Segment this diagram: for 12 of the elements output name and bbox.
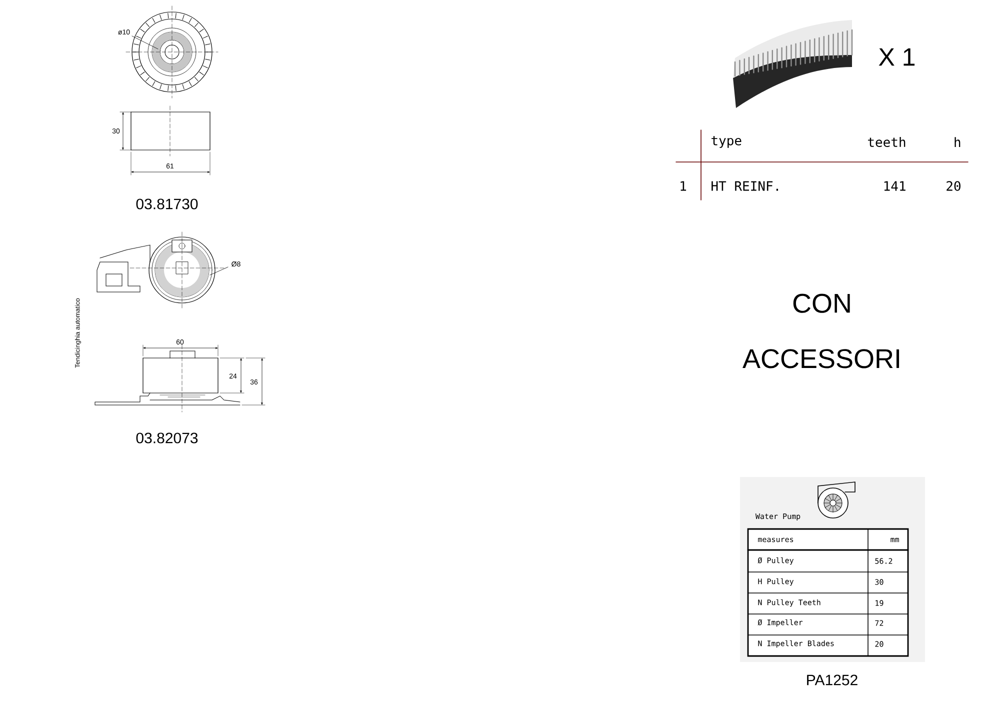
part-number: PA1252 [807, 674, 858, 686]
part-number: 03.81730 [136, 198, 198, 210]
table-header: h [954, 137, 960, 147]
part-number: 03.82073 [136, 432, 198, 444]
table-header: type [712, 136, 742, 148]
table-header: teeth [868, 136, 906, 148]
table-cell: 141 [884, 181, 906, 191]
quantity-label: X 1 [878, 48, 915, 66]
table-cell: HT REINF. [712, 181, 778, 191]
table-cell: 1 [680, 181, 686, 191]
table-cell: 20 [946, 181, 960, 191]
kit-note: CON ACCESSORI [742, 294, 900, 368]
